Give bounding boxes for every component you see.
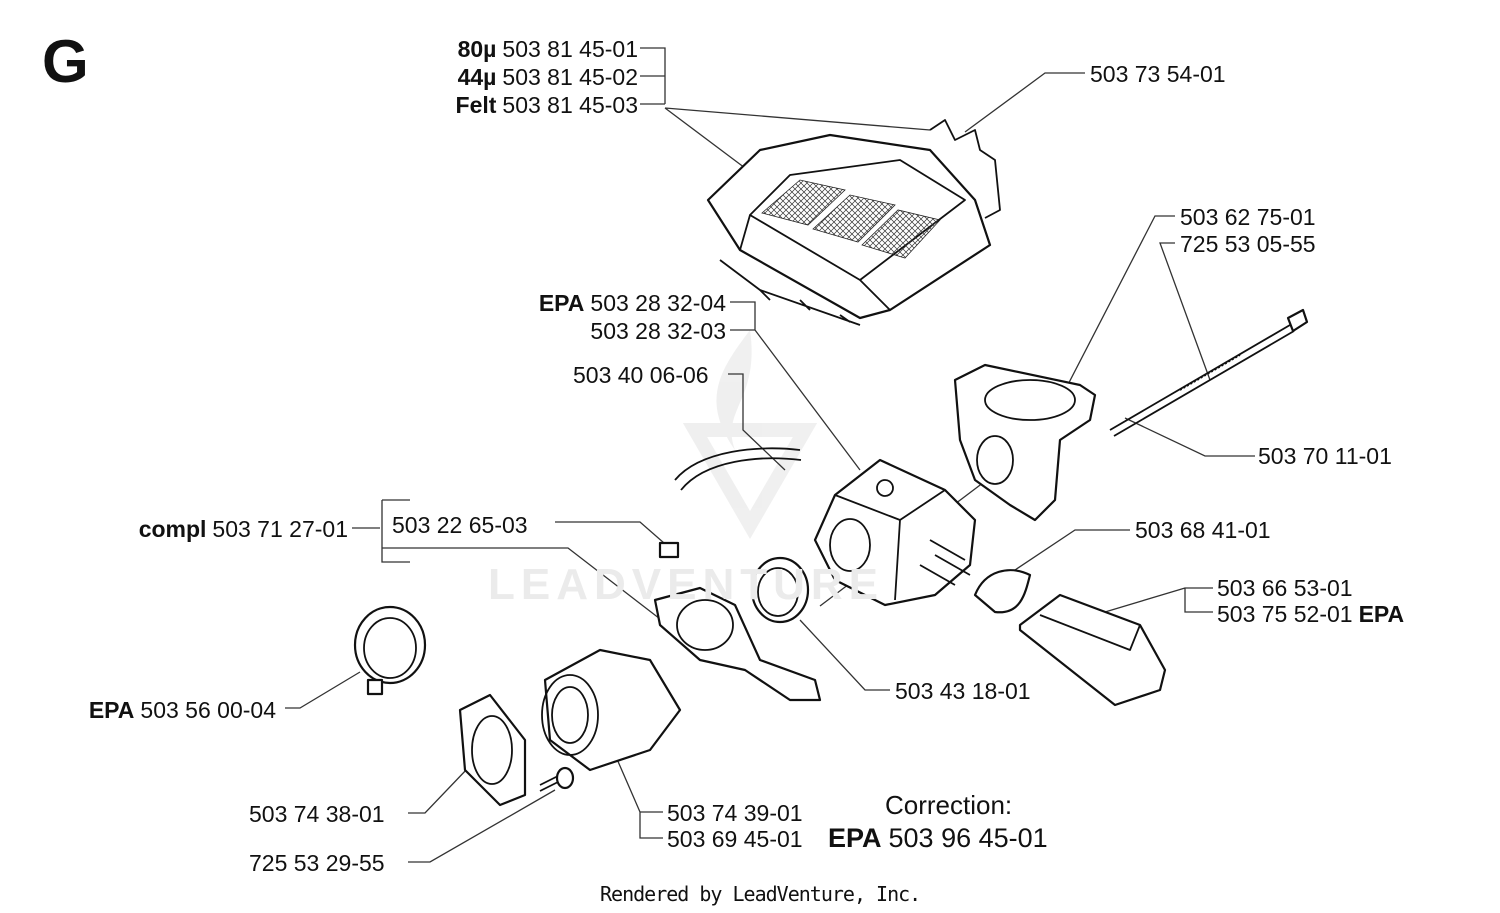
part-label-screw: 725 53 29-55 xyxy=(249,850,385,876)
fuel-hose-part xyxy=(674,447,802,491)
sleeve-part xyxy=(750,556,810,624)
watermark-text: LEADVENTURE xyxy=(488,560,885,609)
footer-credit: Rendered by LeadVenture, Inc. xyxy=(600,882,921,906)
clamp-ring-part xyxy=(353,605,427,696)
intake-block-part xyxy=(953,363,1097,522)
part-label-pin: 503 70 11-01 xyxy=(1258,443,1392,469)
cover-part xyxy=(1018,593,1167,707)
choke-part xyxy=(973,569,1032,614)
part-label-cover-a: 503 66 53-01 xyxy=(1217,575,1353,601)
part-label-intake-b: 503 69 45-01 xyxy=(667,826,803,852)
section-letter: G xyxy=(42,28,89,95)
air-filter-part xyxy=(706,119,1001,326)
part-label-bolt-b: 725 53 05-55 xyxy=(1180,231,1316,257)
leader-lines xyxy=(285,47,1255,863)
part-label-sleeve: 503 43 18-01 xyxy=(895,678,1031,704)
screw-part xyxy=(539,766,575,792)
watermark-logo xyxy=(682,330,818,539)
part-label-carb: 503 28 32-03 xyxy=(590,318,726,344)
small-gasket-part xyxy=(658,541,680,559)
part-label-small-gasket: 503 22 65-03 xyxy=(392,512,528,538)
part-label-choke: 503 68 41-01 xyxy=(1135,517,1271,543)
part-label-bolt-a: 503 62 75-01 xyxy=(1180,204,1316,230)
bolt-part xyxy=(1109,308,1309,437)
carburetor-part xyxy=(813,458,977,607)
part-label-fuel-hose: 503 40 06-06 xyxy=(573,362,709,388)
bracket-part xyxy=(653,586,822,702)
intake-boot-part xyxy=(541,648,682,772)
part-label-flange: 503 74 38-01 xyxy=(249,801,385,827)
correction-title: Correction: xyxy=(885,790,1013,820)
part-label-clip: 503 73 54-01 xyxy=(1090,61,1226,87)
flange-part xyxy=(458,693,527,807)
part-label-intake-a: 503 74 39-01 xyxy=(667,800,803,826)
